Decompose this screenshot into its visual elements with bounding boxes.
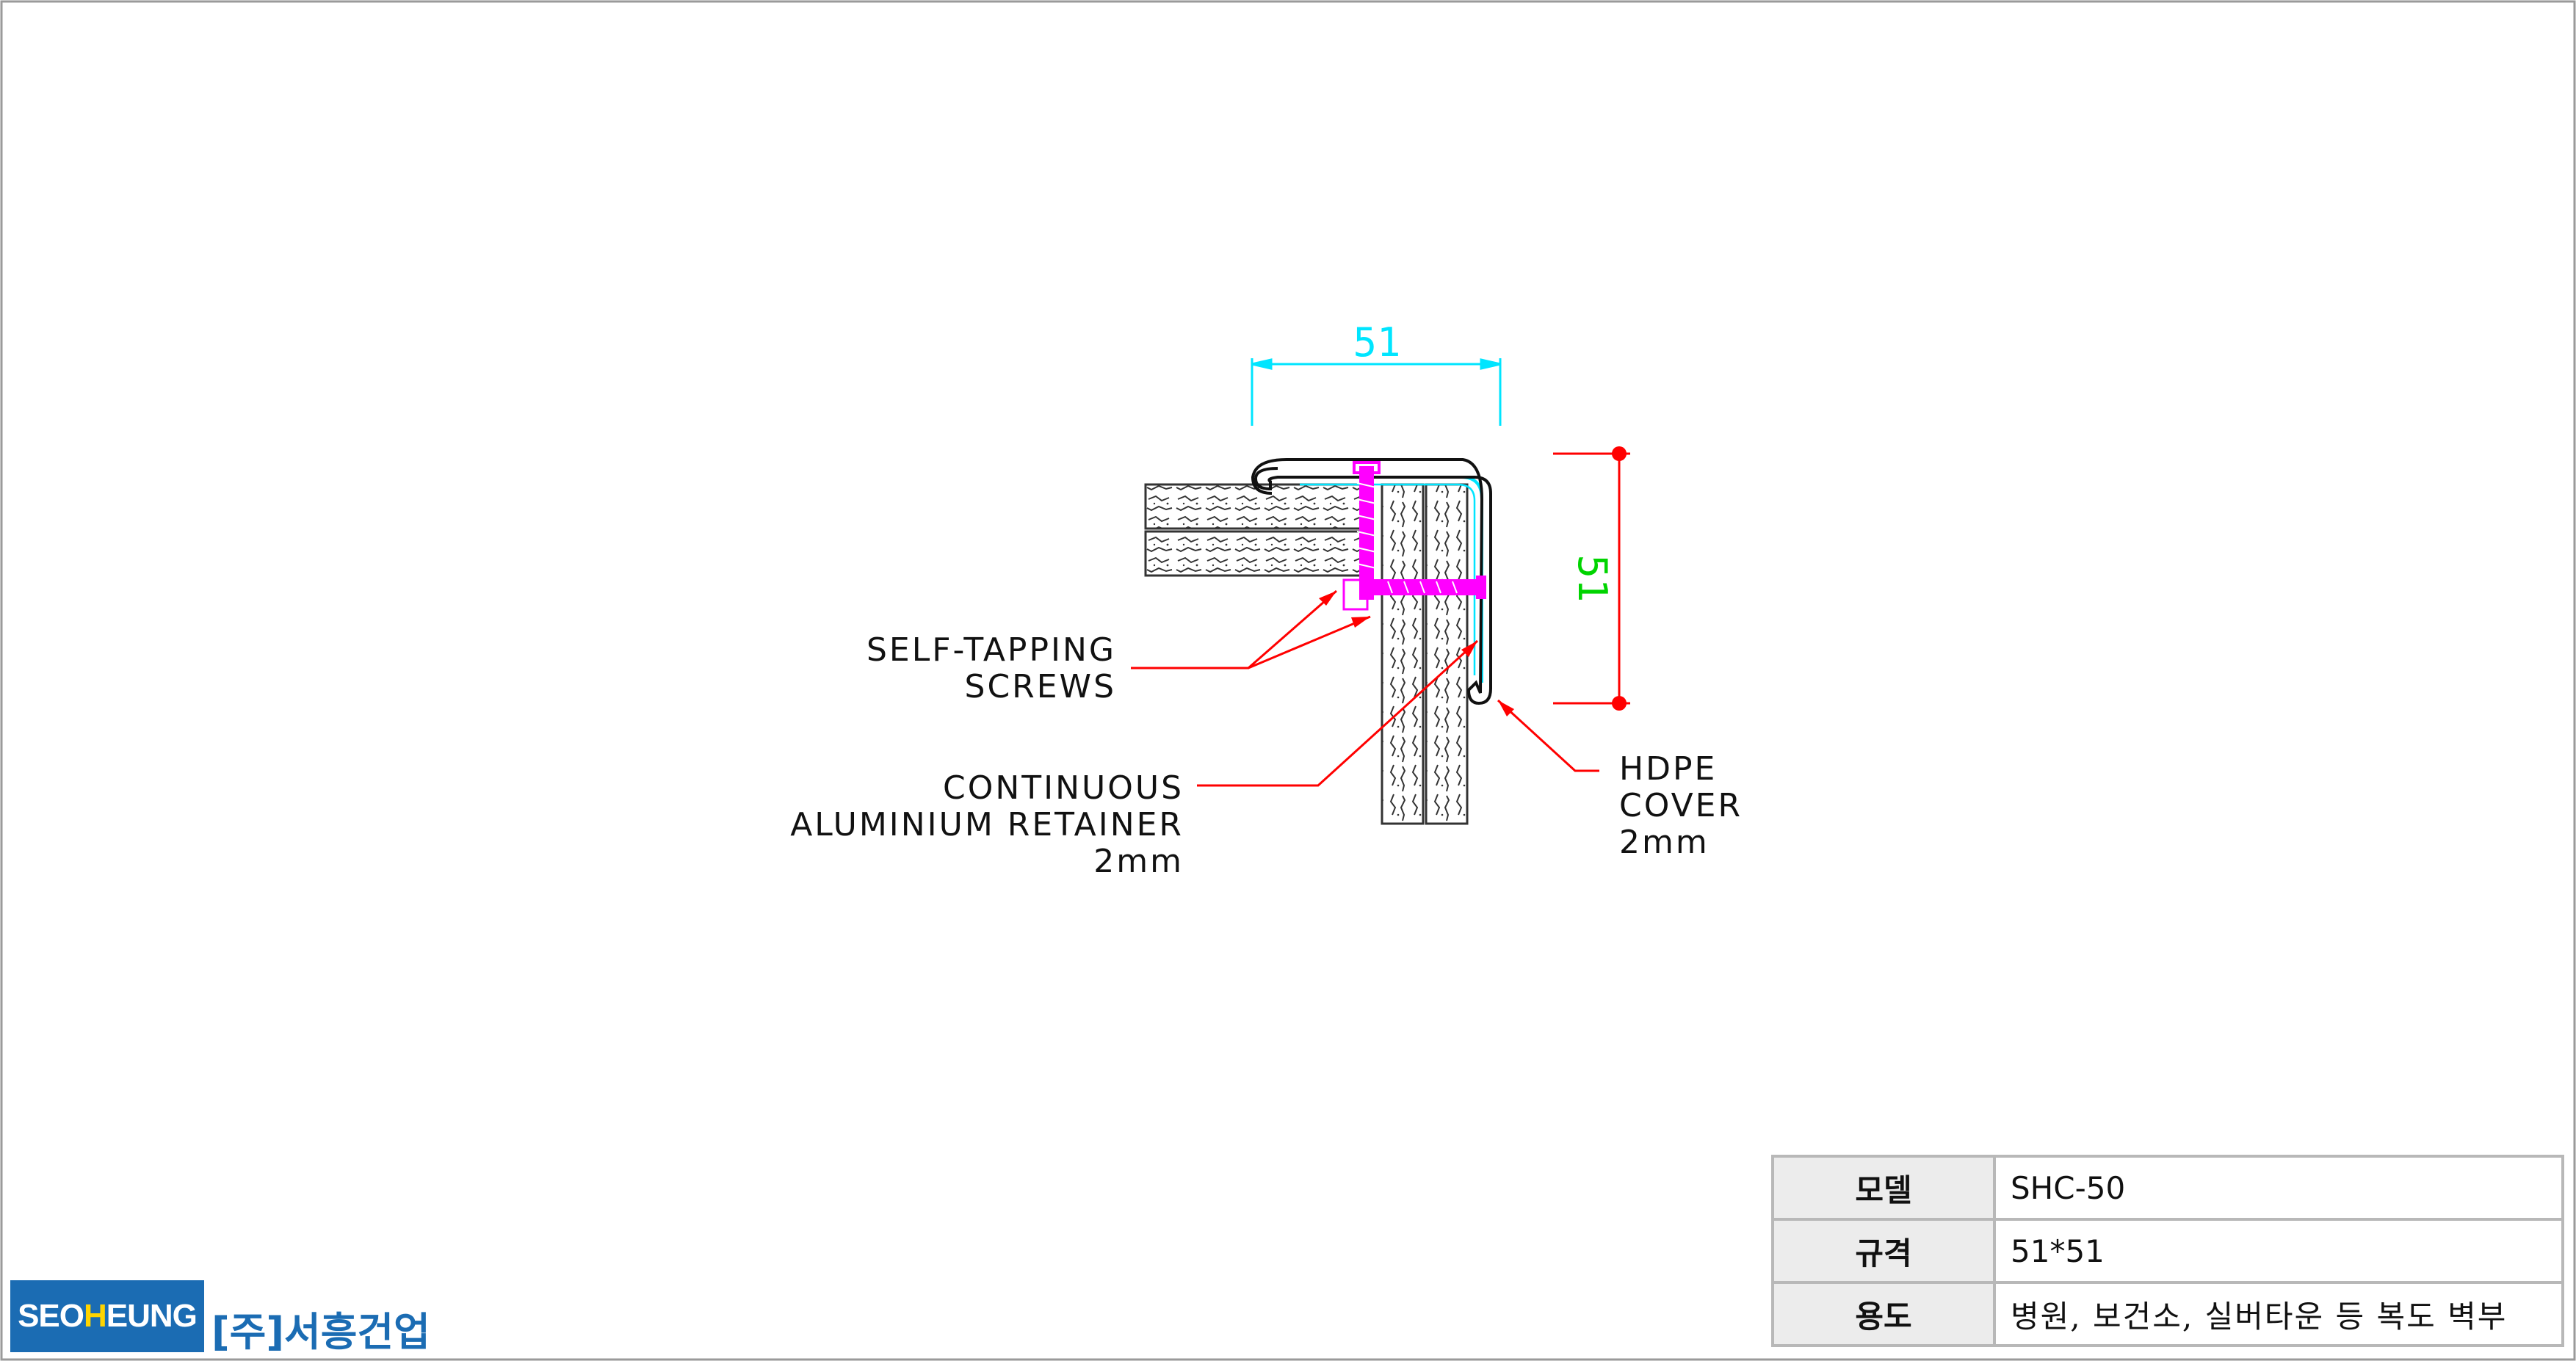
vertical-wall [1381,483,1469,825]
width-dimension-label: 51 [1353,319,1400,366]
anchor-plug [1342,578,1369,611]
spec-key: 용도 [1771,1281,1996,1347]
label-retainer-line3: 2mm [1093,843,1184,880]
spec-value: 51*51 [1993,1218,2564,1284]
label-cover-line2: COVER [1619,787,1743,824]
spec-row-size: 규격 51*51 [1771,1218,2564,1284]
leader-retainer [1197,639,1479,787]
spec-value: 병원, 보건소, 실버타운 등 복도 벽부 [1993,1281,2564,1347]
spec-row-model: 모델 SHC-50 [1771,1155,2564,1221]
height-dimension-label: 51 [1569,554,1616,602]
spec-key: 규격 [1771,1218,1996,1284]
spec-value: SHC-50 [1993,1155,2564,1221]
logo-text-highlight: H [84,1298,107,1334]
logo-text-post: EUNG [106,1298,198,1334]
label-screws-line1: SELF-TAPPING [866,631,1116,669]
spec-key: 모델 [1771,1155,1996,1221]
leader-cover [1497,699,1599,772]
label-cover-line3: 2mm [1619,824,1710,861]
horizontal-wall [1144,483,1367,577]
leader-screws [1131,589,1371,669]
label-screws-line2: SCREWS [965,668,1116,705]
spec-table: 모델 SHC-50 규격 51*51 용도 병원, 보건소, 실버타운 등 복도… [1771,1155,2564,1347]
label-retainer-line2: ALUMINIUM RETAINER [790,806,1184,843]
spec-row-usage: 용도 병원, 보건소, 실버타운 등 복도 벽부 [1771,1281,2564,1347]
width-dimension [1251,358,1502,426]
logo-text-pre: SEO [18,1298,84,1334]
screw-horizontal [1372,576,1486,599]
label-retainer-line1: CONTINUOUS [943,769,1184,807]
label-cover-line1: HDPE [1619,750,1717,788]
hdpe-cover [1251,458,1492,705]
logo-korean-name: [주]서흥건업 [211,1309,430,1355]
